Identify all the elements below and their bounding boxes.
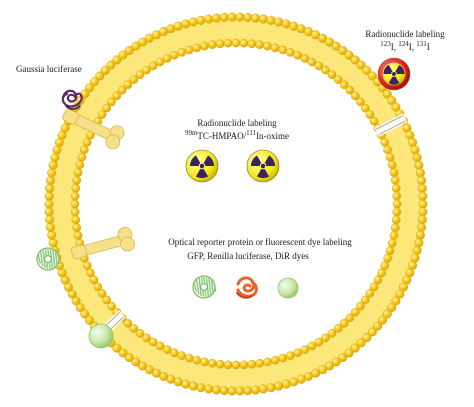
receptor-gaussia [62,108,125,150]
radiation-icon [185,149,219,183]
gfp-protein-icon [192,275,217,299]
gaussia-luciferase-icon [61,89,83,110]
radionuclide-center-isotopes: 99mTC-HMPAO/111In-oxime [184,129,290,142]
radiation-icon [246,149,280,183]
radionuclide-top-isotopes: 123I, 124I, 131I [380,40,430,53]
dir-dye-sphere-icon [88,323,114,349]
optical-label-line1: Optical reporter protein or fluorescent … [168,237,352,247]
radiation-icon [377,57,411,91]
gfp-protein-icon [36,247,61,271]
dir-dye-sphere-icon [277,277,299,299]
radionuclide-top-label: Radionuclide labeling [365,29,445,39]
receptor-gfp [70,227,135,260]
optical-label-line2: GFP, Renilla luciferase, DiR dyes [187,251,309,261]
radionuclide-center-label: Radionuclide labeling [197,118,277,128]
gaussia-label: Gaussia luciferase [16,64,82,74]
renilla-luciferase-icon [236,276,258,299]
